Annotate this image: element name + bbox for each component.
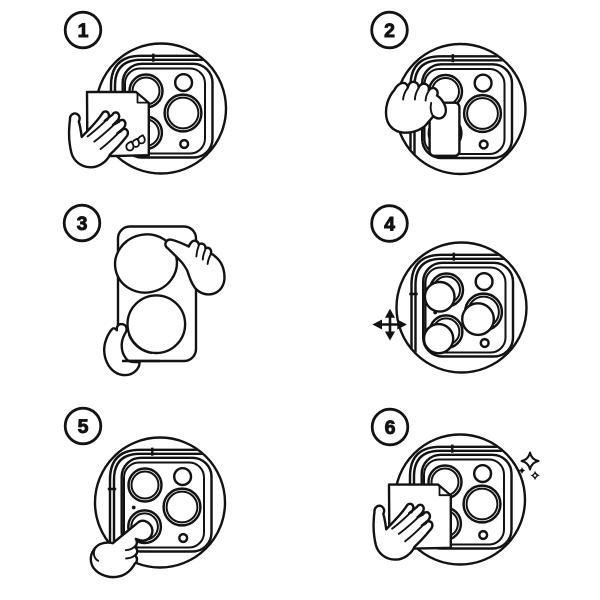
svg-text:2: 2 (384, 20, 395, 42)
svg-text:6: 6 (385, 417, 396, 439)
svg-text:3: 3 (77, 213, 88, 235)
svg-text:4: 4 (384, 213, 395, 235)
svg-text:1: 1 (78, 20, 89, 42)
svg-text:5: 5 (78, 416, 89, 438)
